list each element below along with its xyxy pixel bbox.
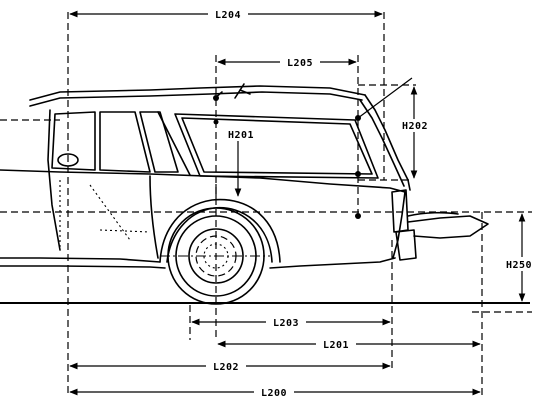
- reference-lines: [0, 12, 532, 395]
- reference-points: [213, 95, 361, 219]
- label-l202: L202: [213, 362, 239, 373]
- dimension-h202: H202: [396, 86, 434, 179]
- dimension-l203: L203: [191, 316, 391, 329]
- dimension-h250: H250: [502, 213, 536, 302]
- label-l203: L203: [273, 318, 299, 329]
- label-h250: H250: [506, 260, 532, 271]
- label-l200: L200: [261, 388, 287, 399]
- label-l204: L204: [215, 10, 241, 21]
- dimension-l202: L202: [69, 360, 391, 373]
- label-h201: H201: [228, 130, 254, 141]
- label-l201: L201: [323, 340, 349, 351]
- dimension-l201: L201: [217, 338, 481, 351]
- rear-wheel: [160, 207, 270, 305]
- car-outline: [0, 83, 489, 269]
- label-h202: H202: [402, 121, 428, 132]
- label-l205: L205: [287, 58, 313, 69]
- dimension-l204: L204: [69, 8, 383, 21]
- dimension-l205: L205: [217, 56, 357, 69]
- dimension-l200: L200: [69, 386, 481, 399]
- dimension-h201: H201: [222, 128, 260, 197]
